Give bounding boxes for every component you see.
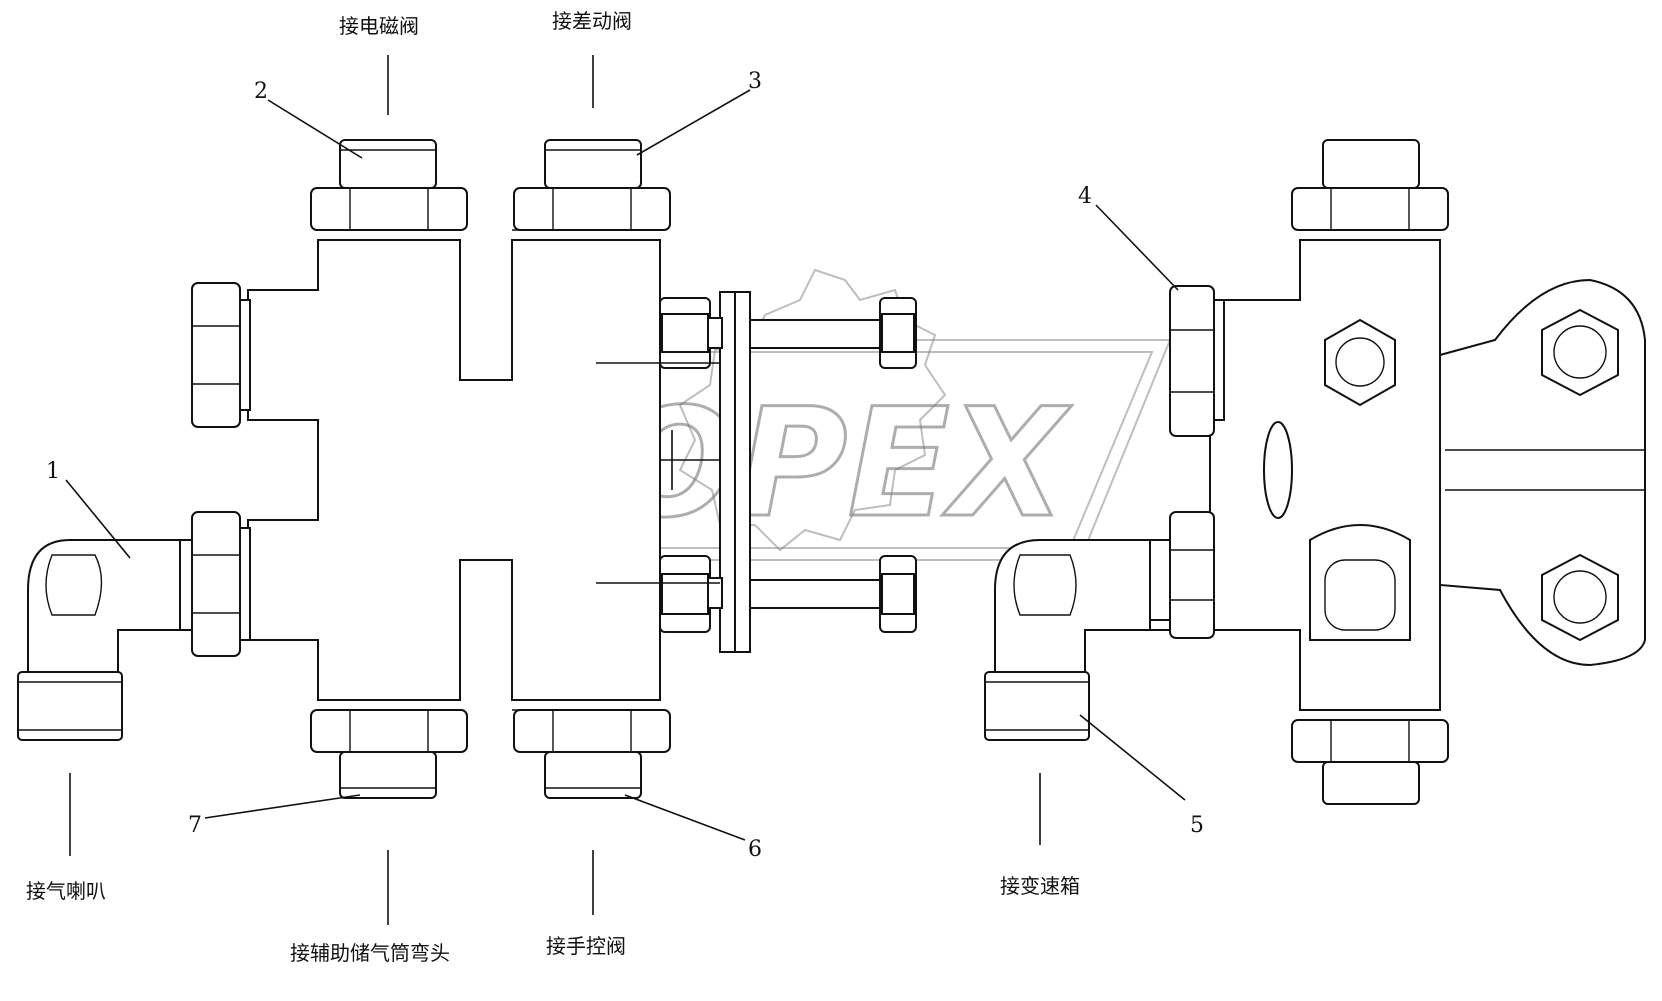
- label-solenoid-valve: 接电磁阀: [339, 14, 419, 38]
- callout-4: 4: [1078, 184, 1092, 209]
- callout-7: 7: [188, 813, 202, 838]
- left-valve-block: [17, 139, 671, 799]
- block-bolt-head-lower: [1309, 524, 1411, 641]
- block-bolt-head-upper: [1324, 318, 1396, 407]
- watermark: OPEX: [528, 268, 1172, 561]
- label-auxiliary-tank-elbow: 接辅助储气筒弯头: [290, 941, 450, 965]
- bracket-bolt-lower: [1541, 553, 1619, 642]
- label-air-horn: 接气喇叭: [26, 879, 106, 903]
- right-block-bore: [1263, 421, 1293, 519]
- callout-5: 5: [1190, 813, 1204, 838]
- connecting-bolt-assembly: [596, 291, 917, 653]
- leader-lines: [65, 55, 1186, 925]
- bottom-nut-port-7: [310, 709, 468, 799]
- right-side-nut-4: [1169, 285, 1225, 437]
- bottom-nut-port-6: [513, 709, 671, 799]
- callout-3: 3: [748, 69, 762, 94]
- label-gearbox: 接变速箱: [1000, 874, 1080, 898]
- bracket-bolt-upper: [1541, 308, 1619, 397]
- left-side-nut-upper: [191, 282, 251, 428]
- top-nut-port-2: [310, 139, 468, 231]
- right-valve-block: [984, 139, 1646, 805]
- right-bottom-nut: [1291, 719, 1449, 805]
- callout-6: 6: [748, 837, 762, 862]
- left-side-nut-lower: [191, 511, 251, 657]
- callout-2: 2: [254, 79, 268, 104]
- label-hand-control-valve: 接手控阀: [546, 934, 626, 958]
- watermark-logo-text: OPEX: [610, 377, 1072, 551]
- right-top-nut: [1291, 139, 1449, 231]
- top-nut-port-3: [513, 139, 671, 231]
- elbow-fitting-1: [17, 539, 193, 741]
- left-block-body: [247, 239, 661, 701]
- lower-bolt: [659, 555, 917, 633]
- right-side-nut-lower: [1149, 511, 1215, 639]
- label-differential-valve: 接差动阀: [552, 9, 632, 33]
- callout-1: 1: [46, 459, 60, 484]
- upper-bolt: [659, 297, 917, 369]
- elbow-fitting-5: [984, 539, 1151, 741]
